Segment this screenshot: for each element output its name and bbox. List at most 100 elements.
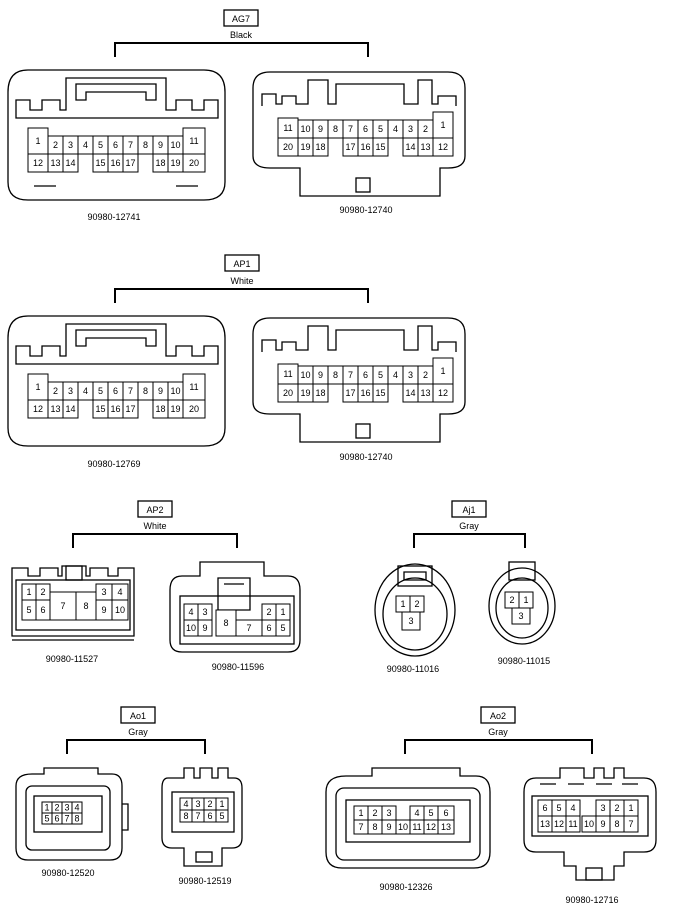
pin-cell: 9 [312, 119, 329, 139]
pin-number: 3 [202, 607, 207, 617]
connector-inner [33, 795, 103, 833]
pin-cell: 7 [122, 135, 139, 155]
pin-cell: 7 [623, 815, 639, 833]
pin-number: 12 [33, 158, 43, 168]
pin-cell: 12 [551, 815, 567, 833]
pin-cell: 12 [423, 819, 439, 835]
group-id-box [451, 500, 487, 518]
pin-number: 9 [318, 124, 323, 134]
pin-number: 5 [378, 124, 383, 134]
connector-90980-12740 [252, 71, 466, 197]
pin-cell: 11 [182, 373, 206, 401]
part-number: 90980-11527 [46, 654, 98, 664]
group-id-box [224, 254, 260, 272]
pin-number: 10 [115, 605, 125, 615]
connector-housing [374, 563, 456, 657]
pin-cell: 4 [387, 365, 404, 385]
pin-number: 1 [44, 803, 49, 813]
pin-number: 17 [125, 158, 135, 168]
pin-number: 13 [441, 822, 451, 832]
group-bracket [114, 288, 369, 303]
pin-number: 16 [110, 158, 120, 168]
pin-number: 13 [50, 158, 60, 168]
pin-number: 10 [584, 819, 594, 829]
part-number: 90980-12740 [339, 452, 392, 462]
pin-cell: 7 [191, 809, 205, 823]
group-id: Ao2 [490, 711, 506, 721]
pin-number: 5 [280, 623, 285, 633]
connector-housing [523, 767, 657, 881]
connector-housing [7, 69, 226, 201]
pin-number: 7 [628, 819, 633, 829]
group-ao1: Ao1 Gray 90980-12520 90980-12519 [15, 706, 243, 886]
pin-number: 10 [398, 822, 408, 832]
pin-number: 8 [83, 601, 88, 611]
pin-number: 2 [423, 124, 428, 134]
pin-cell: 1 [215, 797, 229, 811]
pin-cell: 14 [402, 383, 419, 403]
pin-number: 4 [183, 799, 188, 809]
pin-cell: 13 [47, 153, 64, 173]
pin-number: 3 [101, 587, 106, 597]
connector-lock [585, 867, 603, 881]
group-aj1: Aj1 Gray 90980-11016 90980-11015 [374, 500, 556, 674]
pin-number: 5 [428, 808, 433, 818]
pin-number: 15 [375, 142, 385, 152]
connector-latch [397, 565, 433, 587]
pin-cell: 4 [183, 603, 199, 621]
group-color: White [143, 521, 166, 531]
pin-number: 15 [95, 404, 105, 414]
pin-cell: 15 [372, 137, 389, 157]
pin-cell: 2 [51, 801, 63, 814]
pin-number: 6 [266, 623, 271, 633]
group-ag7: AG7 Black 90980-12741 90980-12740 [7, 9, 466, 222]
pin-number: 3 [408, 124, 413, 134]
pin-number: 5 [26, 605, 31, 615]
pin-number: 17 [125, 404, 135, 414]
connector-latch [217, 577, 251, 611]
pin-number: 8 [372, 822, 377, 832]
pin-number: 7 [348, 370, 353, 380]
connector-body [179, 595, 295, 645]
connector-body [335, 787, 481, 861]
pin-number: 2 [266, 607, 271, 617]
pin-cell: 18 [152, 153, 169, 173]
pin-cell: 17 [342, 383, 359, 403]
pin-cell: 2 [417, 119, 434, 139]
pin-cell: 20 [182, 153, 206, 173]
pin-number: 11 [283, 369, 292, 379]
pin-number: 7 [246, 623, 251, 633]
pin-number: 4 [414, 808, 419, 818]
pin-cell: 4 [179, 797, 193, 811]
pin-cell: 12 [27, 399, 49, 419]
pin-number: 4 [74, 803, 79, 813]
pin-cell: 6 [437, 805, 455, 821]
pin-cell: 2 [35, 583, 51, 601]
pin-cell: 16 [107, 153, 124, 173]
pin-number: 6 [113, 140, 118, 150]
pin-number: 3 [386, 808, 391, 818]
pin-cell: 10 [167, 381, 184, 401]
pin-number: 14 [405, 142, 415, 152]
pin-cell: 6 [357, 365, 374, 385]
pin-cell: 1 [21, 583, 37, 601]
pin-number: 19 [300, 142, 310, 152]
pin-number: 8 [614, 819, 619, 829]
pin-cell: 5 [372, 365, 389, 385]
pin-number: 1 [628, 803, 633, 813]
pin-cell: 7 [353, 819, 369, 835]
group-id-box [120, 706, 156, 724]
pin-cell: 15 [92, 153, 109, 173]
pin-cell: 2 [47, 381, 64, 401]
pin-number: 13 [420, 388, 430, 398]
connector-90980-12326 [325, 767, 491, 869]
pin-box [401, 611, 421, 631]
pin-cell: 9 [197, 619, 213, 637]
pin-number: 20 [283, 388, 293, 398]
pin-box [35, 599, 51, 621]
part-number: 90980-12326 [379, 882, 432, 892]
pin-number: 20 [283, 142, 293, 152]
group-id: AG7 [232, 14, 250, 24]
connector-side-tab [122, 803, 129, 831]
pin-number: 2 [509, 595, 514, 605]
